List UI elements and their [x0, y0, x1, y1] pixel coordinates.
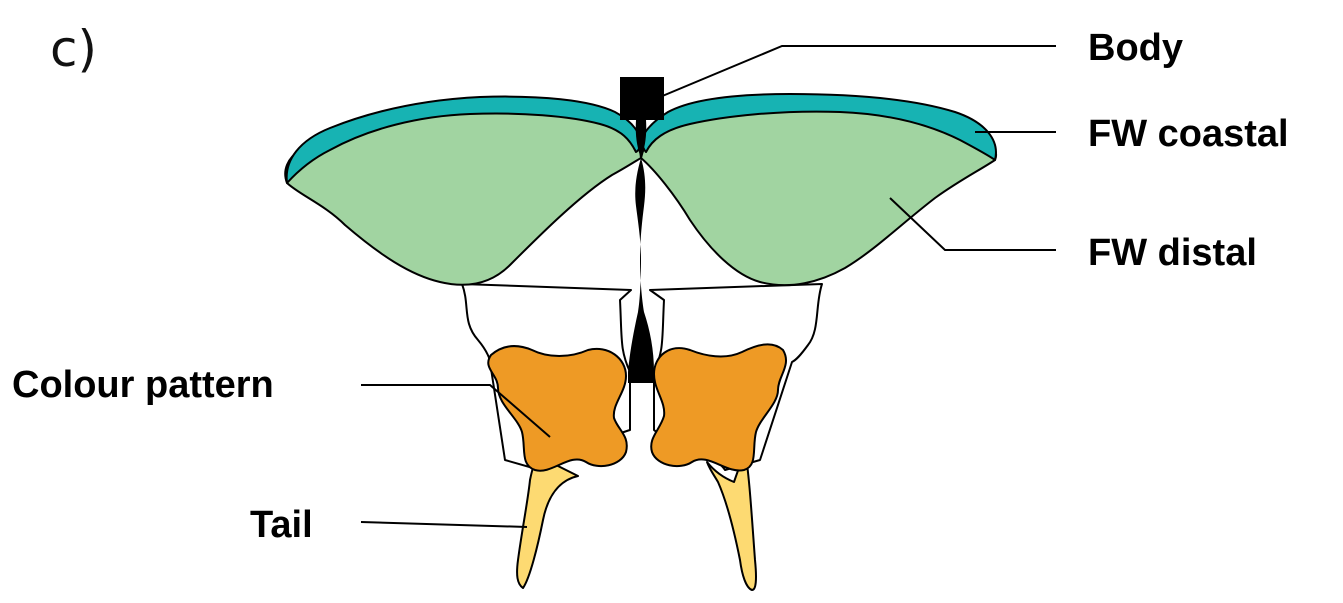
label-fw-coastal: FW coastal [1088, 113, 1289, 155]
label-tail: Tail [250, 504, 313, 546]
tail-left [517, 456, 578, 588]
panel-letter: c) [50, 20, 97, 78]
label-fw-distal: FW distal [1088, 232, 1257, 274]
body-head-top [620, 77, 664, 120]
label-colour-pattern: Colour pattern [12, 364, 274, 406]
leader-body [660, 46, 1056, 97]
label-body: Body [1088, 27, 1183, 69]
tail-right [707, 452, 756, 590]
body-thorax-abdomen [628, 158, 654, 383]
leader-tail [361, 522, 527, 527]
colour-pattern-right [651, 344, 786, 470]
fw-distal-right [641, 110, 996, 285]
